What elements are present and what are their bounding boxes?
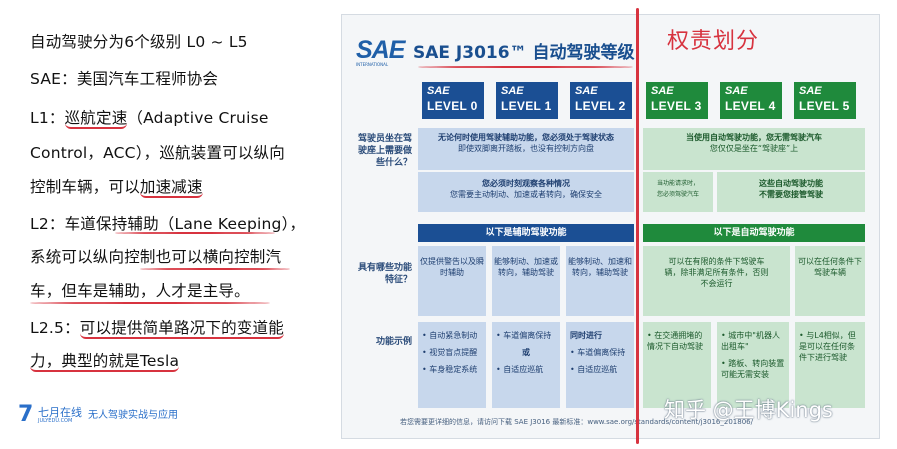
watermark: 知乎 @王博Kings	[664, 398, 833, 422]
feature-l0: 仅提供警告以及瞬时辅助	[418, 246, 486, 316]
row1-green-box-2: 这些自动驾驶功能不需要您接管驾驶	[717, 172, 865, 212]
note-line-5: 控制车辆，可以加速减速	[30, 178, 203, 198]
feature-l2: 能够制动、加速和转向，辅助驾驶	[566, 246, 634, 316]
brand-domain: JULYEDU.COM	[38, 418, 73, 424]
row1-green-small: 当功能请求时，您必须驾驶汽车	[643, 172, 713, 212]
example-l3: • 在交通拥堵的情况下自动驾驶	[643, 322, 711, 408]
example-l1: • 车道偏离保持或• 自适应巡航	[492, 322, 560, 408]
note-line-1: 自动驾驶分为6个级别 L0 ~ L5	[30, 33, 248, 51]
sae-logo-sub: INTERNATIONAL	[356, 62, 389, 67]
note-line-8: 车，但车是辅助，人才是主导。	[30, 282, 250, 300]
example-l0: • 自动紧急制动• 视觉盲点提醒• 车身稳定系统	[418, 322, 486, 408]
title-underline	[418, 66, 633, 68]
card-footer: 若您需要更详细的信息，请访问下载 SAE J3016 最新标准：www.sae.…	[400, 418, 753, 426]
underline-scribble	[140, 268, 290, 270]
row-label-examples: 功能示例	[375, 337, 412, 347]
card-title: SAE J3016™ 自动驾驶等级	[413, 43, 635, 63]
underline-scribble	[115, 232, 275, 234]
row-label-features: 具有哪些功能特征？	[357, 263, 412, 285]
feature-l3-l4: 可以在有限的条件下驾驶车辆，除非满足所有条件，否则不会运行	[643, 246, 790, 316]
note-line-7: 系统可以纵向控制也可以横向控制汽	[30, 248, 282, 266]
highlight-cruise: 巡航定速	[64, 109, 128, 129]
highlight-tesla: 力，典型的就是Tesla	[30, 352, 180, 372]
row1-green-box: 当使用自动驾驶功能，您无需驾驶汽车您仅仅是坐在“驾驶座”上	[643, 128, 865, 170]
bar-auto: 以下是自动驾驶功能	[643, 224, 865, 242]
example-l2: 同时进行• 车道偏离保持• 自适应巡航	[566, 322, 634, 408]
underline-scribble	[30, 302, 270, 304]
row-label-driver: 驾驶员坐在驾驶座上需要做些什么？	[357, 134, 412, 168]
brand-name: 七月在线	[38, 406, 82, 419]
annotation-title: 权责划分	[667, 29, 760, 54]
feature-l5: 可以在任何条件下驾驶车辆	[795, 246, 865, 316]
note-line-2: SAE：美国汽车工程师协会	[30, 70, 219, 88]
row1-blue-box-2: 您必须时刻观察各种情况您需要主动制动、加速或者转向，确保安全	[418, 172, 634, 212]
note-line-6: L2：车道保持辅助（Lane Keeping），	[30, 215, 306, 233]
note-line-9: L2.5：可以提供简单路况下的变道能	[30, 319, 284, 339]
example-l5: • 与L4相似，但是可以在任何条件下进行驾驶	[795, 322, 865, 408]
brand-tagline: 无人驾驶实战与应用	[88, 410, 178, 421]
feature-l1: 能够制动、加速或转向，辅助驾驶	[492, 246, 560, 316]
example-l4: • 城市中"机器人出租车"• 踏板、转向装置可能无需安装	[717, 322, 789, 408]
brand-mark-icon: 7	[18, 402, 34, 427]
highlight-accel: 加速减速	[139, 178, 203, 198]
row1-blue-box: 无论何时使用驾驶辅助功能，您必须处于驾驶状态即使双脚离开踏板，也没有控制方向盘	[418, 128, 634, 170]
sae-logo: SAE	[356, 36, 405, 64]
note-line-3: L1：巡航定速（Adaptive Cruise	[30, 109, 269, 129]
note-line-4: Control，ACC），巡航装置可以纵向	[30, 144, 285, 162]
note-line-10: 力，典型的就是Tesla	[30, 349, 180, 372]
bar-assist: 以下是辅助驾驶功能	[418, 224, 634, 242]
divider-red-line	[636, 8, 639, 444]
highlight-l25: 可以提供简单路况下的变道能	[79, 319, 284, 339]
